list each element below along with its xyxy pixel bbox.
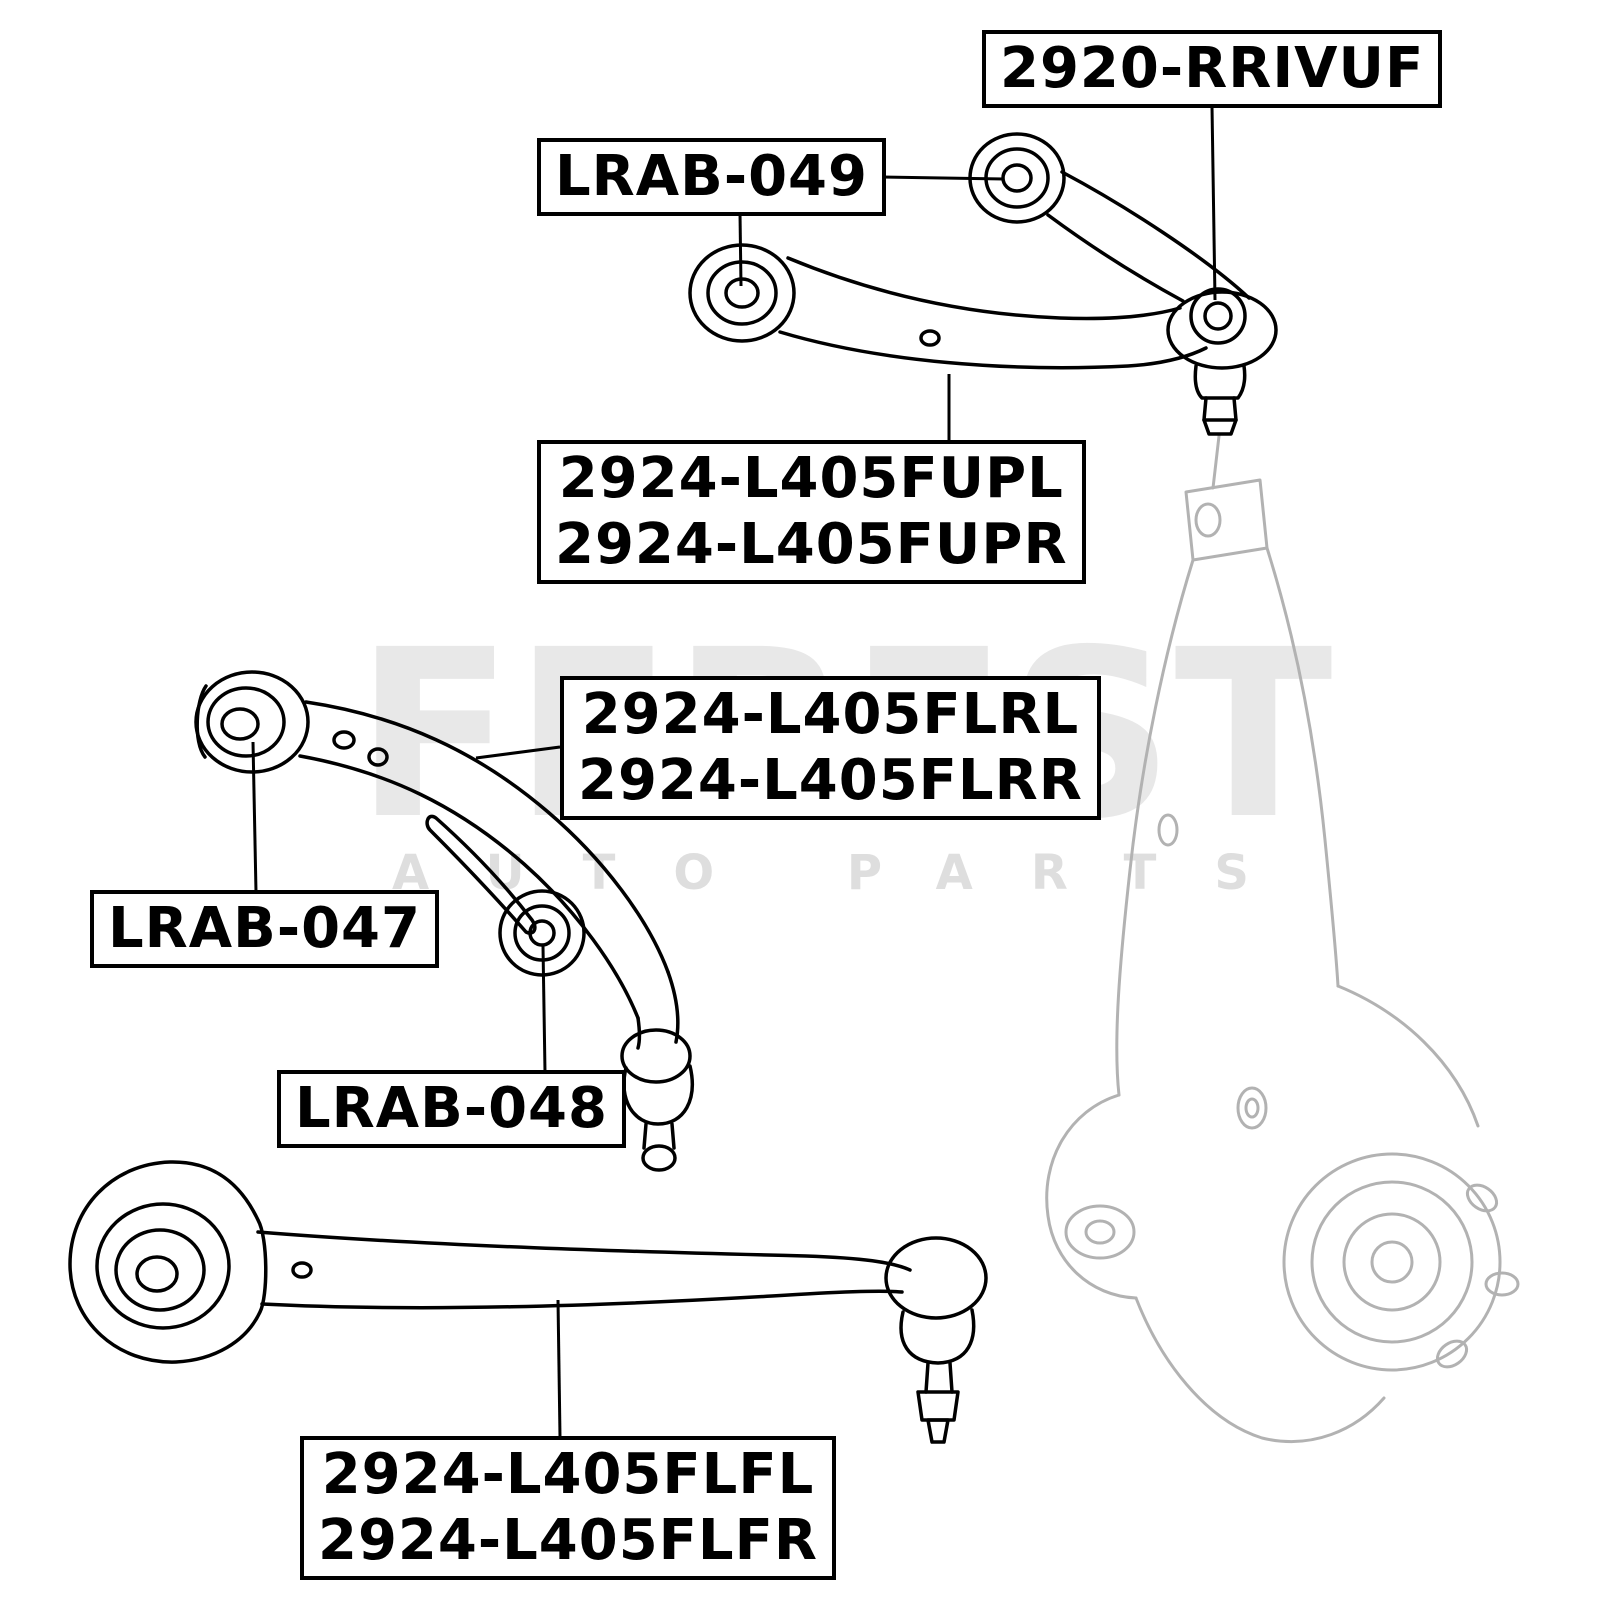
upper-control-arm-drawing bbox=[688, 132, 1278, 436]
part-label-upper-arm: 2924-L405FUPL 2924-L405FUPR bbox=[537, 440, 1086, 585]
leader-lrab047 bbox=[251, 741, 258, 893]
part-number: 2920-RRIVUF bbox=[1000, 36, 1425, 101]
lower-front-arm-ball-joint bbox=[884, 1236, 988, 1444]
upper-arm-ball-joint bbox=[1166, 287, 1278, 436]
steering-knuckle-drawing bbox=[1045, 434, 1520, 1443]
part-number: 2924-L405FLRR bbox=[578, 748, 1083, 814]
leader-lines bbox=[251, 105, 1217, 1438]
lower-rear-arm-ball-joint bbox=[620, 1028, 694, 1172]
leader-rrivuf bbox=[1210, 105, 1217, 301]
part-label-2920-rrivuf: 2920-RRIVUF bbox=[982, 30, 1443, 109]
part-number: 2924-L405FLRL bbox=[581, 682, 1080, 747]
lower-front-control-arm-drawing bbox=[68, 1160, 988, 1444]
part-number: LRAB-049 bbox=[555, 144, 868, 209]
leader-lrab049-front bbox=[738, 212, 743, 287]
part-label-lrab-048: LRAB-048 bbox=[277, 1070, 626, 1149]
leader-lrab048 bbox=[541, 945, 547, 1073]
part-number: LRAB-047 bbox=[108, 896, 421, 961]
part-number: 2924-L405FUPL bbox=[558, 446, 1064, 511]
part-label-lrab-049: LRAB-049 bbox=[537, 138, 886, 217]
part-label-lower-front-arm: 2924-L405FLFL 2924-L405FLFR bbox=[300, 1436, 836, 1581]
lower-rear-control-arm-drawing bbox=[194, 670, 694, 1172]
part-number: 2924-L405FLFL bbox=[321, 1442, 815, 1507]
part-label-lower-rear-arm: 2924-L405FLRL 2924-L405FLRR bbox=[560, 676, 1101, 821]
lower-rear-arm-front-bushing bbox=[194, 670, 310, 774]
leader-lrab049-rear bbox=[879, 175, 1005, 181]
leader-flr bbox=[475, 745, 561, 760]
part-number: 2924-L405FUPR bbox=[555, 512, 1068, 578]
leader-flf bbox=[556, 1299, 562, 1438]
part-label-lrab-047: LRAB-047 bbox=[90, 890, 439, 969]
part-number: 2924-L405FLFR bbox=[318, 1508, 818, 1574]
lower-front-arm-bushing bbox=[68, 1160, 268, 1364]
part-number: LRAB-048 bbox=[295, 1076, 608, 1141]
